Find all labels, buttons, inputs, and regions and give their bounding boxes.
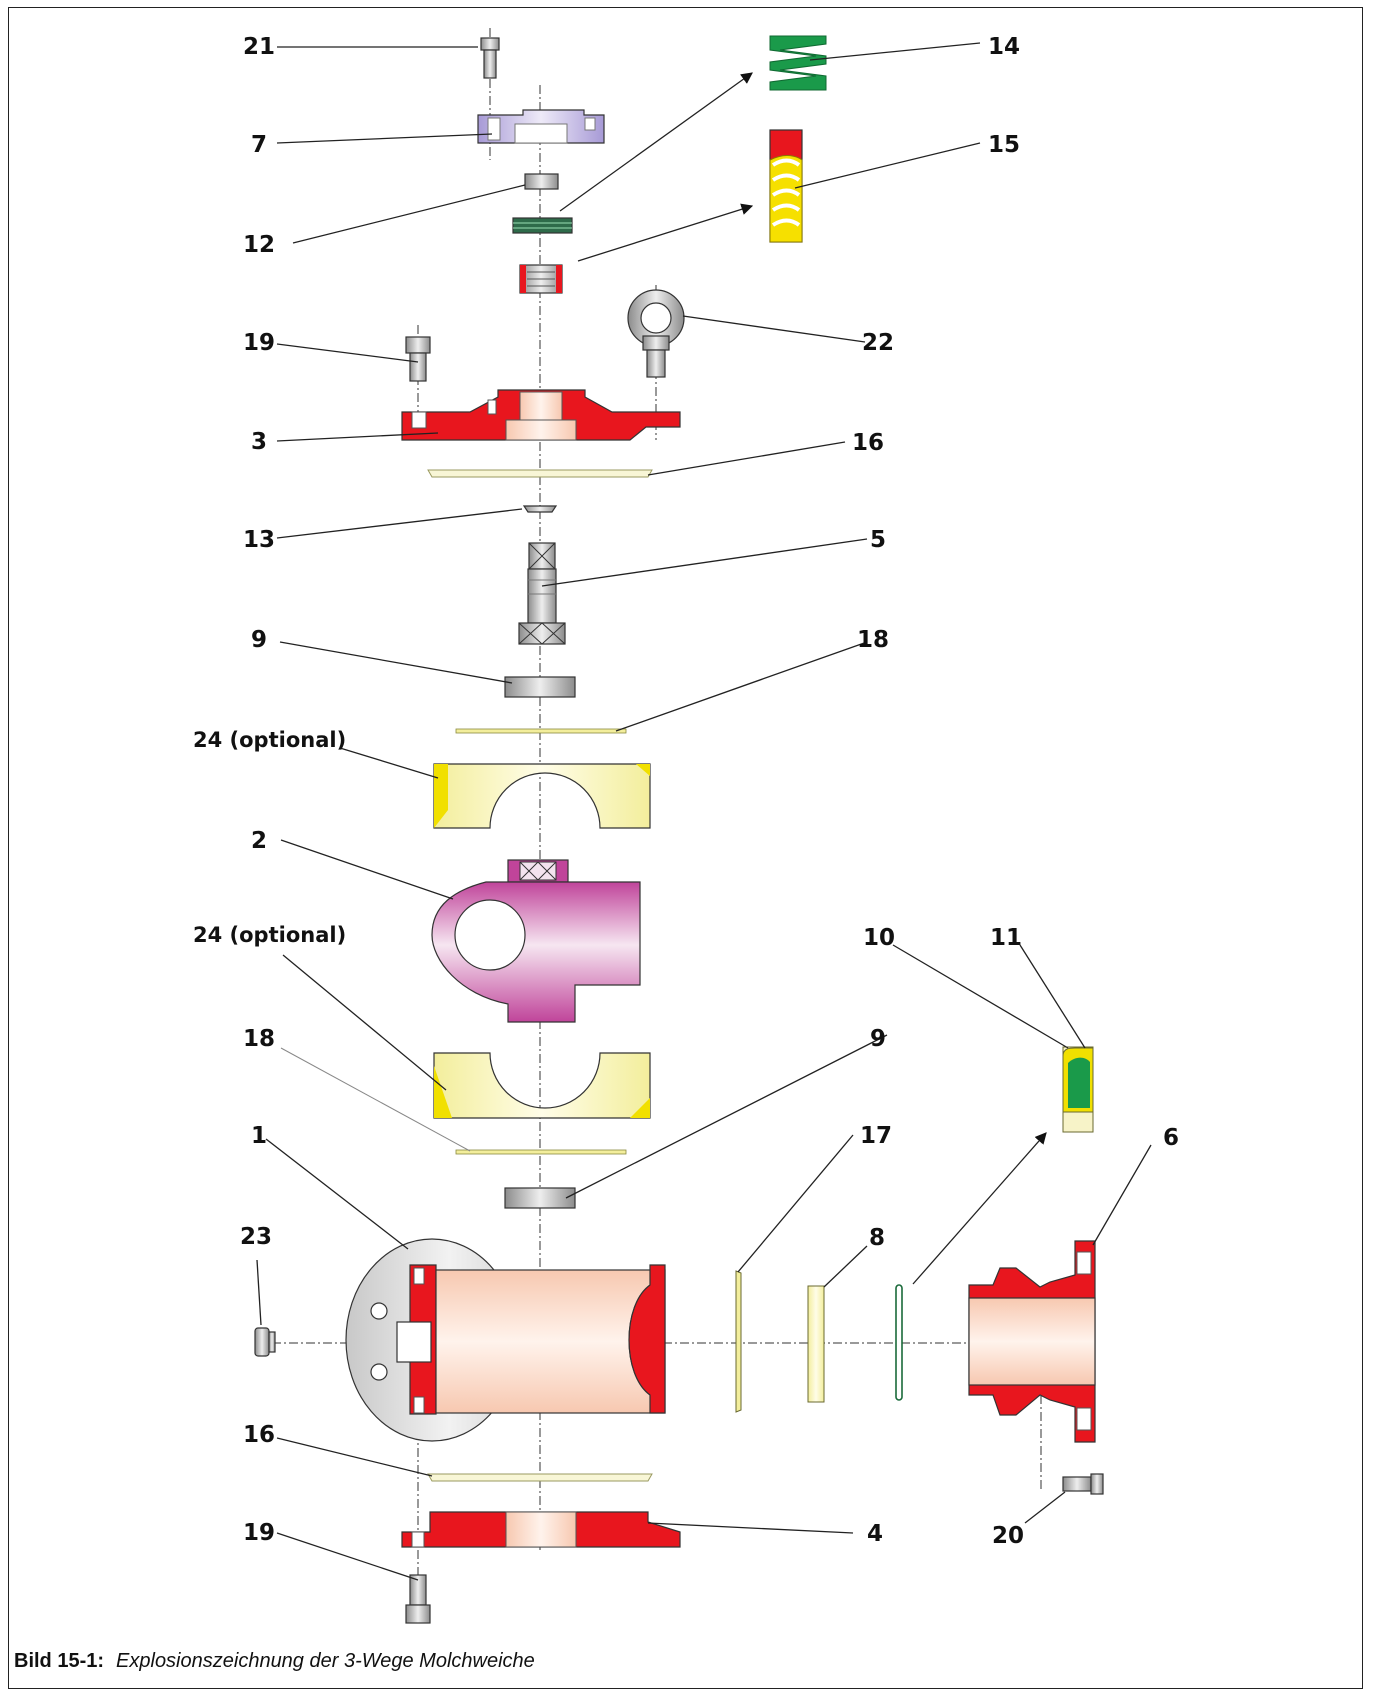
part-24-shell-bottom [433, 1052, 651, 1119]
figure-frame [8, 7, 1363, 1689]
label-part-13: 13 [243, 527, 275, 553]
part-20-screw [1062, 1473, 1104, 1495]
part-17-gasket-disc [735, 1270, 742, 1413]
part-9-ring-top [504, 676, 576, 698]
label-part-9-bottom: 9 [870, 1026, 886, 1052]
detail-arrows [559, 72, 1047, 1285]
label-part-9-top: 9 [251, 627, 267, 653]
label-part-20: 20 [992, 1523, 1024, 1549]
part-12-bush [524, 173, 559, 190]
part-4-cover-bottom [401, 1511, 681, 1548]
label-part-24-top: 24 (optional) [193, 728, 346, 752]
label-part-21: 21 [243, 34, 275, 60]
part-15-seal-pack [519, 264, 563, 294]
figure-caption: Bild 15-1: Explosionszeichnung der 3-Wege… [14, 1650, 535, 1673]
part-18-shim-bottom [455, 1149, 627, 1155]
part-7-cap [477, 109, 605, 144]
part-9-ring-bottom [504, 1187, 576, 1209]
part-2-plug [431, 859, 641, 1023]
part-24-shell-top [433, 763, 651, 829]
part-23-plug-screw [254, 1327, 276, 1357]
part-15-seal-detail [769, 129, 803, 243]
label-part-7: 7 [251, 132, 267, 158]
part-18-shim-top [455, 728, 627, 734]
label-part-4: 4 [867, 1521, 883, 1547]
part-21-screw [480, 37, 500, 79]
part-13-washer [522, 505, 558, 513]
label-part-15: 15 [988, 132, 1020, 158]
caption-text: Explosionszeichnung der 3-Wege Molchweic… [116, 1650, 535, 1672]
part-3-cover-top [401, 389, 681, 441]
label-part-16-top: 16 [852, 430, 884, 456]
part-16-gasket-bottom [427, 1473, 653, 1482]
label-part-16-bottom: 16 [243, 1422, 275, 1448]
label-part-18-top: 18 [857, 627, 889, 653]
label-part-5: 5 [870, 527, 886, 553]
label-part-17: 17 [860, 1123, 892, 1149]
part-10-o-ring [895, 1284, 903, 1401]
part-5-shaft [518, 542, 566, 645]
part-14-spring-detail [769, 35, 828, 91]
part-16-gasket-top [427, 469, 653, 478]
label-part-18-bottom: 18 [243, 1026, 275, 1052]
label-part-19-top: 19 [243, 330, 275, 356]
part-19-screw-bottom [405, 1574, 431, 1624]
caption-label: Bild 15-1: [14, 1650, 105, 1672]
label-part-22: 22 [862, 330, 894, 356]
part-8-seat-ring [807, 1285, 825, 1403]
part-1-body [345, 1238, 666, 1442]
label-part-14: 14 [988, 34, 1020, 60]
label-part-23: 23 [240, 1224, 272, 1250]
label-part-12: 12 [243, 232, 275, 258]
part-6-flange [968, 1240, 1096, 1443]
label-part-8: 8 [869, 1225, 885, 1251]
label-part-3: 3 [251, 429, 267, 455]
label-part-2: 2 [251, 828, 267, 854]
part-11-seal-detail [1062, 1046, 1094, 1133]
part-14-spring-stack [512, 217, 573, 234]
label-part-11: 11 [990, 925, 1022, 951]
label-part-10: 10 [863, 925, 895, 951]
label-part-1: 1 [251, 1123, 267, 1149]
label-part-19-bottom: 19 [243, 1520, 275, 1546]
part-22-eye-bolt [627, 289, 685, 378]
part-19-screw-top [405, 336, 431, 382]
label-part-24-bottom: 24 (optional) [193, 923, 346, 947]
leader-lines [256, 42, 1152, 1581]
label-part-6: 6 [1163, 1125, 1179, 1151]
